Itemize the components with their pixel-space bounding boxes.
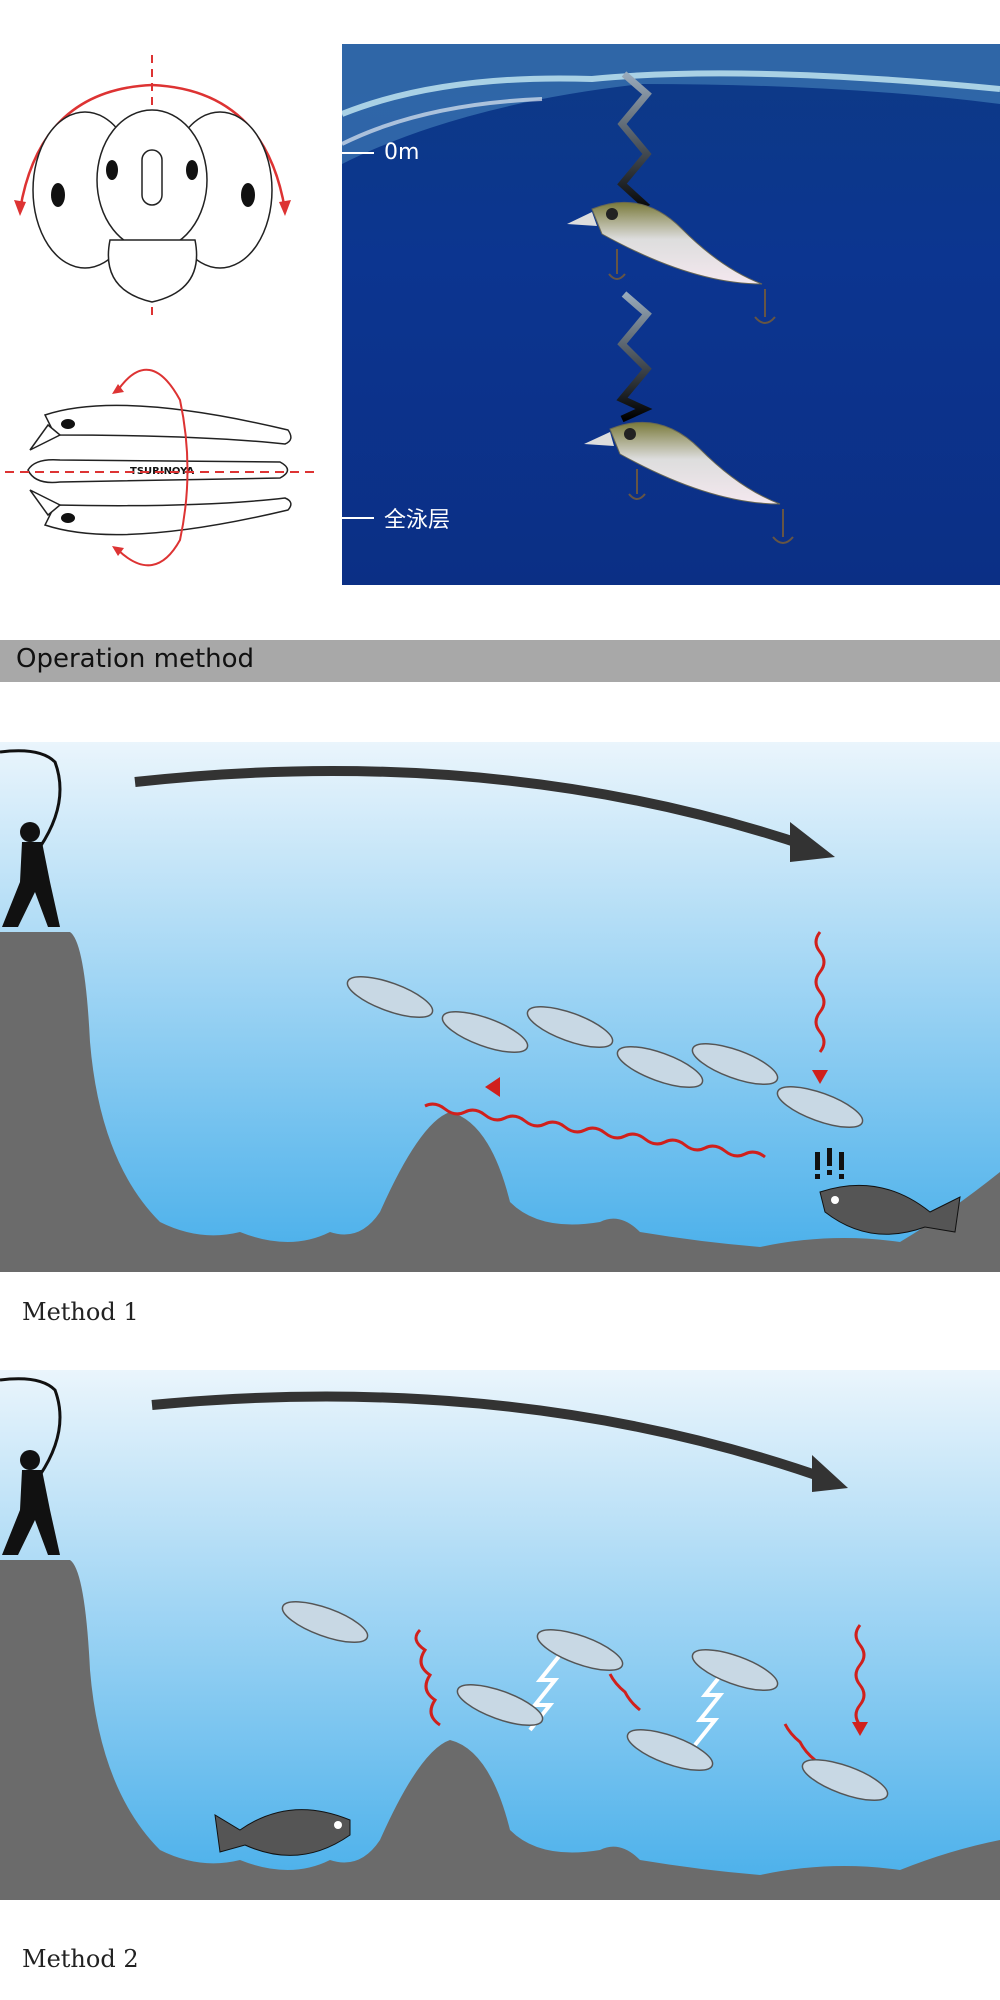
underwater-depth-panel: 0m 全泳层 [342, 44, 1000, 585]
lure [346, 976, 434, 1018]
lure-lower [584, 421, 794, 544]
sink-arrow [854, 1624, 866, 1726]
cast-arrow [134, 766, 812, 852]
lure [691, 1043, 779, 1085]
water-scene [342, 44, 1000, 544]
angler-silhouette [2, 1450, 60, 1555]
lure-front-rotation-diagram [14, 55, 291, 315]
sink-arrow [814, 931, 826, 1053]
jerk-arrow [608, 1673, 641, 1712]
exclamation-marks-icon [815, 1148, 844, 1179]
section-header-bar: Operation method [0, 640, 1000, 682]
lure [616, 1046, 704, 1088]
method-1-illustration [0, 742, 1000, 1272]
lure [526, 1006, 614, 1048]
fishing-rod [0, 1377, 62, 1476]
lure [626, 1729, 714, 1771]
lure [776, 1086, 864, 1128]
lure [456, 1684, 544, 1726]
method-1-label: Method 1 [22, 1298, 139, 1326]
bass-fish [214, 1809, 351, 1856]
lure [281, 1601, 369, 1643]
section-title: Operation method [16, 644, 255, 674]
lure [691, 1649, 779, 1691]
method-2-illustration [0, 1370, 1000, 1900]
lure [801, 1759, 889, 1801]
jerk-arrow [783, 1723, 816, 1762]
angler-silhouette [2, 822, 60, 927]
lure [441, 1011, 529, 1053]
bass-fish [819, 1184, 961, 1235]
terrain [0, 932, 1000, 1272]
retrieve-arrow [424, 1102, 766, 1159]
lure-upper [567, 201, 776, 324]
dart-zigzag [528, 1653, 562, 1732]
full-layer-depth-label: 全泳层 [384, 502, 450, 534]
method-2-label: Method 2 [22, 1945, 139, 1973]
surface-depth-label: 0m [384, 140, 420, 165]
lure-side-rotation-diagram: TSURINOYA [5, 369, 320, 567]
fishing-rod [0, 749, 62, 848]
cast-arrow [151, 1391, 832, 1485]
dart-zigzag [693, 1668, 727, 1747]
lure [536, 1629, 624, 1671]
jerk-arrow [414, 1628, 441, 1727]
terrain [0, 1560, 1000, 1900]
